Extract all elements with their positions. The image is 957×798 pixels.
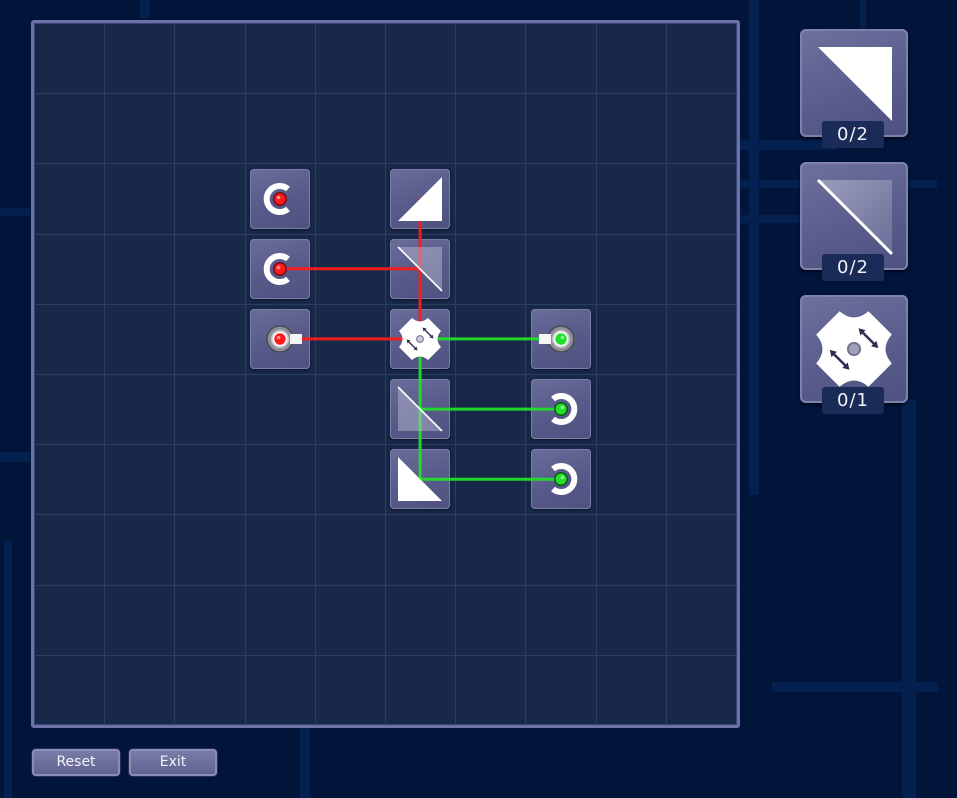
solid-mirror-icon bbox=[390, 169, 450, 229]
solid-mirror-icon bbox=[818, 47, 892, 121]
emitter-icon bbox=[250, 309, 310, 369]
grid-line bbox=[34, 303, 737, 305]
grid-line bbox=[34, 374, 737, 375]
grid-line bbox=[34, 233, 737, 235]
grid-line bbox=[34, 654, 737, 656]
inventory-splitter[interactable]: 0/1 bbox=[800, 295, 908, 414]
grid-line bbox=[34, 514, 737, 516]
grid-line bbox=[34, 163, 737, 165]
glass-mirror-icon bbox=[390, 379, 450, 439]
solid-mirror-icon bbox=[390, 449, 450, 509]
glass-mirror-icon bbox=[390, 239, 450, 299]
receiver-icon bbox=[250, 169, 310, 229]
glass-mirror-icon bbox=[816, 178, 894, 256]
inventory-glass-mirror[interactable]: 0/2 bbox=[800, 162, 908, 281]
inventory-count: 0/1 bbox=[822, 387, 884, 414]
splitter-icon bbox=[816, 311, 892, 387]
inventory-count: 0/2 bbox=[822, 254, 884, 281]
grid-line bbox=[34, 93, 737, 95]
receiver-icon bbox=[531, 379, 591, 439]
grid-line bbox=[34, 444, 737, 446]
inventory-count: 0/2 bbox=[822, 121, 884, 148]
splitter-icon bbox=[390, 309, 450, 369]
grid-line bbox=[34, 584, 737, 586]
receiver-icon bbox=[531, 449, 591, 509]
reset-button[interactable]: Reset bbox=[32, 749, 120, 776]
emitter-icon bbox=[531, 309, 591, 369]
game-board[interactable] bbox=[31, 20, 740, 728]
exit-button[interactable]: Exit bbox=[129, 749, 217, 776]
receiver-icon bbox=[250, 239, 310, 299]
inventory-solid-mirror[interactable]: 0/2 bbox=[800, 29, 908, 148]
